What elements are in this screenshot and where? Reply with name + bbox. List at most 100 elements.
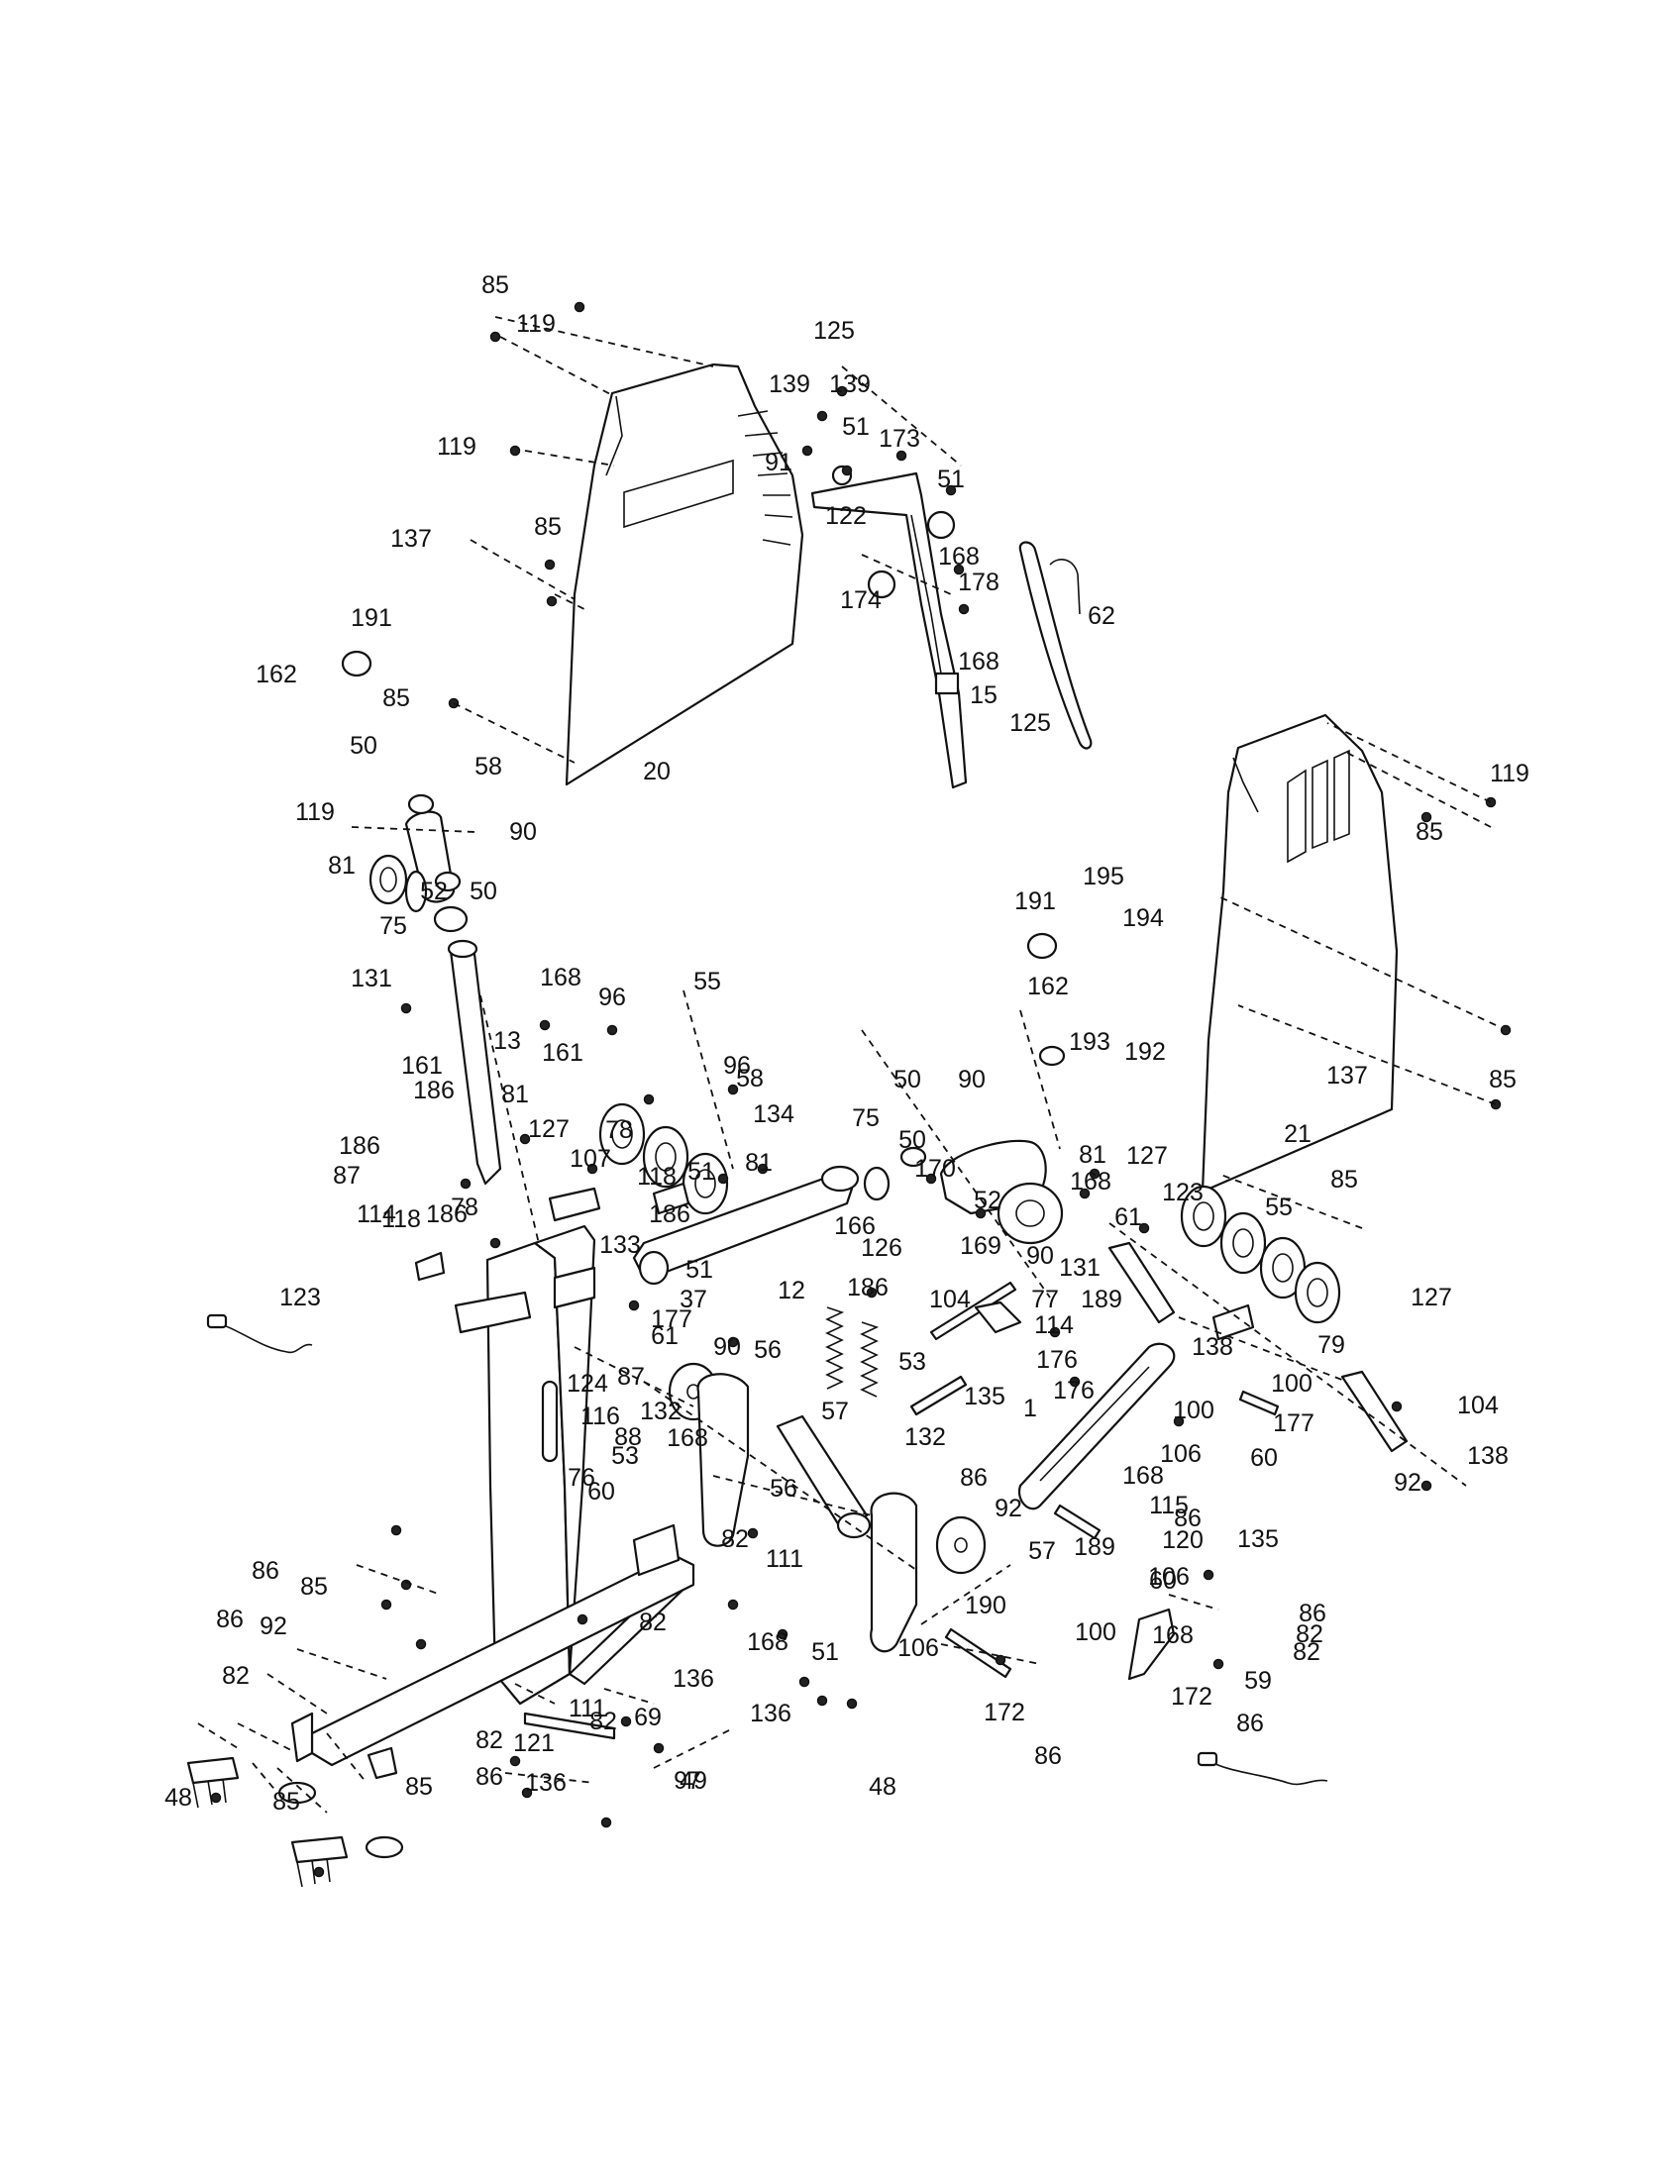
part-callout-161: 161 (401, 1052, 443, 1080)
seat-post-part (447, 939, 502, 1186)
part-callout-168: 168 (1122, 1462, 1164, 1490)
part-callout-176: 176 (1036, 1346, 1078, 1374)
part-callout-168: 168 (667, 1424, 708, 1452)
fastener-dot (841, 465, 853, 476)
part-callout-1: 1 (1023, 1395, 1037, 1422)
fastener-dot (489, 1237, 501, 1249)
part-callout-168: 168 (747, 1628, 788, 1656)
part-callout-134: 134 (753, 1100, 794, 1128)
part-callout-85: 85 (272, 1788, 300, 1816)
part-callout-120: 120 (1162, 1526, 1204, 1554)
part-callout-189: 189 (1074, 1533, 1115, 1561)
part-callout-136: 136 (750, 1700, 791, 1727)
part-callout-194: 194 (1122, 904, 1164, 932)
fastener-dot (313, 1866, 325, 1878)
part-callout-55: 55 (1265, 1194, 1293, 1221)
part-callout-85: 85 (1416, 818, 1443, 846)
fastener-dot (801, 445, 813, 457)
part-callout-136: 136 (673, 1665, 714, 1693)
fastener-dot (586, 1163, 598, 1175)
part-callout-111: 111 (766, 1545, 803, 1573)
part-callout-91: 91 (765, 449, 792, 476)
part-callout-125: 125 (1009, 709, 1051, 737)
part-callout-82: 82 (589, 1708, 617, 1735)
part-callout-21: 21 (1284, 1120, 1312, 1148)
part-callout-104: 104 (1457, 1392, 1499, 1419)
part-callout-60: 60 (1250, 1444, 1278, 1472)
belt-part (1018, 541, 1093, 750)
part-callout-96: 96 (598, 984, 626, 1011)
part-callout-104: 104 (929, 1286, 971, 1313)
part-callout-139: 139 (829, 370, 871, 398)
part-callout-174: 174 (840, 586, 882, 614)
part-callout-62: 62 (1088, 602, 1115, 630)
fastener-dot (1203, 1569, 1214, 1581)
part-callout-100: 100 (1173, 1397, 1214, 1424)
part-callout-88: 88 (614, 1423, 642, 1451)
fastener-dot (1049, 1326, 1061, 1338)
part-callout-90: 90 (958, 1066, 986, 1093)
fastener-dot (577, 1613, 588, 1625)
part-callout-87: 87 (333, 1162, 361, 1190)
part-callout-15: 15 (970, 681, 998, 709)
part-callout-82: 82 (1296, 1620, 1323, 1648)
part-callout-116: 116 (580, 1403, 620, 1430)
part-callout-122: 122 (825, 502, 867, 530)
fastener-dot (620, 1716, 632, 1727)
part-callout-172: 172 (984, 1699, 1025, 1726)
upright-plate-part (810, 465, 968, 789)
part-callout-127: 127 (1411, 1284, 1452, 1311)
part-callout-82: 82 (475, 1726, 503, 1754)
part-callout-52: 52 (420, 878, 448, 905)
part-callout-123: 123 (279, 1284, 321, 1311)
part-callout-51: 51 (685, 1256, 713, 1284)
fastener-dot (600, 1817, 612, 1828)
part-callout-119: 119 (437, 433, 476, 461)
fastener-dot (975, 1207, 987, 1219)
part-callout-52: 52 (974, 1187, 1001, 1214)
part-callout-168: 168 (540, 964, 581, 991)
part-callout-90: 90 (1026, 1242, 1054, 1270)
part-callout-126: 126 (861, 1234, 902, 1262)
part-callout-192: 192 (1124, 1038, 1166, 1066)
part-callout-85: 85 (1489, 1066, 1517, 1093)
part-callout-82: 82 (222, 1662, 250, 1690)
part-callout-193: 193 (1069, 1028, 1110, 1056)
part-callout-133: 133 (599, 1231, 641, 1259)
pedal-arm-53 (696, 1373, 918, 1653)
link-arm-76 (1017, 1342, 1176, 1510)
part-callout-106: 106 (1148, 1563, 1190, 1591)
part-callout-96: 96 (723, 1052, 751, 1080)
part-callout-51: 51 (937, 466, 965, 493)
part-callout-166: 166 (834, 1212, 876, 1240)
part-callout-135: 135 (1237, 1525, 1279, 1553)
spring-116 (825, 1306, 880, 1398)
fastener-dot (727, 1084, 739, 1095)
part-callout-100: 100 (1075, 1618, 1116, 1646)
part-callout-137: 137 (1326, 1062, 1368, 1090)
fastener-dot (1069, 1376, 1081, 1388)
part-callout-177: 177 (1273, 1409, 1314, 1437)
part-callout-111: 111 (569, 1695, 606, 1722)
part-callout-51: 51 (687, 1158, 715, 1186)
part-callout-75: 75 (379, 912, 407, 940)
part-callout-50: 50 (470, 878, 497, 905)
assembly-lines (197, 316, 1497, 1814)
part-callout-100: 100 (1271, 1370, 1312, 1398)
part-callout-56: 56 (770, 1475, 797, 1503)
pulley-52 (368, 854, 1064, 1245)
part-callout-53: 53 (898, 1348, 926, 1376)
fastener-dot (1212, 1658, 1224, 1670)
part-callout-131: 131 (351, 965, 392, 992)
part-callout-131: 131 (1059, 1254, 1101, 1282)
part-callout-69: 69 (634, 1704, 662, 1731)
part-callout-124: 124 (567, 1370, 608, 1398)
fastener-dot (747, 1527, 759, 1539)
part-callout-168: 168 (958, 648, 999, 676)
part-callout-137: 137 (390, 525, 432, 553)
part-callout-61: 61 (651, 1322, 679, 1350)
fastener-dot (546, 595, 558, 607)
fastener-dot (509, 1755, 521, 1767)
part-callout-12: 12 (778, 1277, 805, 1304)
